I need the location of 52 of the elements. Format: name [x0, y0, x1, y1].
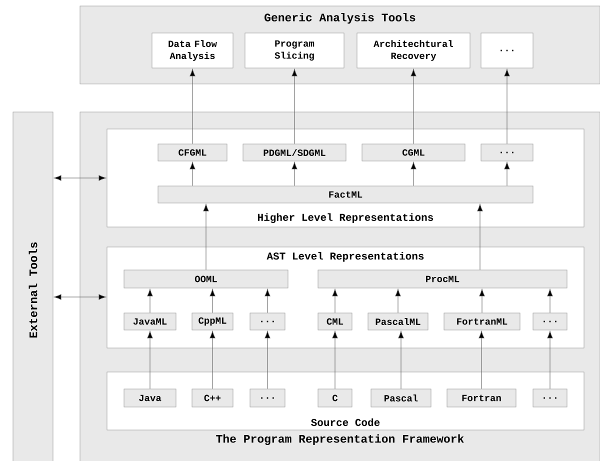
arrow [203, 204, 209, 270]
arrow [147, 331, 153, 389]
arrow [395, 289, 401, 313]
group-box: Program Slicing [244, 32, 344, 68]
arrow [264, 331, 270, 389]
arrow [190, 162, 196, 186]
arrow [479, 289, 485, 313]
arrow [478, 331, 484, 389]
label-box: FactML [158, 186, 534, 204]
group-box: Architechtural Recovery [356, 32, 470, 68]
arrow [410, 162, 416, 186]
arrow [210, 289, 216, 313]
label-box: C++ [192, 388, 234, 408]
label-box: CppML [192, 312, 234, 330]
arrow [398, 331, 404, 389]
label-box: OOML [124, 270, 288, 288]
label-box: ... [532, 312, 568, 330]
label-box: Fortran [446, 388, 516, 408]
panel: External Tools [12, 112, 54, 461]
arrow [292, 162, 298, 186]
arrow [264, 289, 270, 313]
label-box: ProcML [318, 270, 568, 288]
arrow [210, 331, 216, 389]
label-box: ... [532, 388, 568, 408]
label-box: FortranML [444, 312, 520, 330]
group-box: Data Flow Analysis [152, 32, 234, 68]
arrow [54, 175, 106, 181]
arrow [547, 331, 553, 389]
group-box: ... [480, 32, 534, 68]
arrow [547, 289, 553, 313]
label-box: C [318, 388, 352, 408]
arrow [332, 289, 338, 313]
label-box: ... [480, 144, 534, 162]
label-box: Java [124, 388, 176, 408]
arrow [504, 162, 510, 186]
arrow [504, 69, 510, 144]
arrow [54, 294, 106, 300]
label-box: CGML [362, 144, 466, 162]
label-box: CML [318, 312, 352, 330]
label-box: ... [250, 388, 286, 408]
label-box: PascalML [368, 312, 428, 330]
arrow [410, 69, 416, 144]
arrow [332, 331, 338, 389]
arrow [147, 289, 153, 313]
arrow [477, 204, 483, 270]
arrow [292, 69, 298, 144]
label-box: CFGML [158, 144, 228, 162]
label-box: JavaML [124, 312, 176, 330]
label-box: ... [250, 312, 286, 330]
label-box: PDGML/SDGML [242, 144, 346, 162]
arrow [190, 69, 196, 144]
label-box: Pascal [370, 388, 432, 408]
